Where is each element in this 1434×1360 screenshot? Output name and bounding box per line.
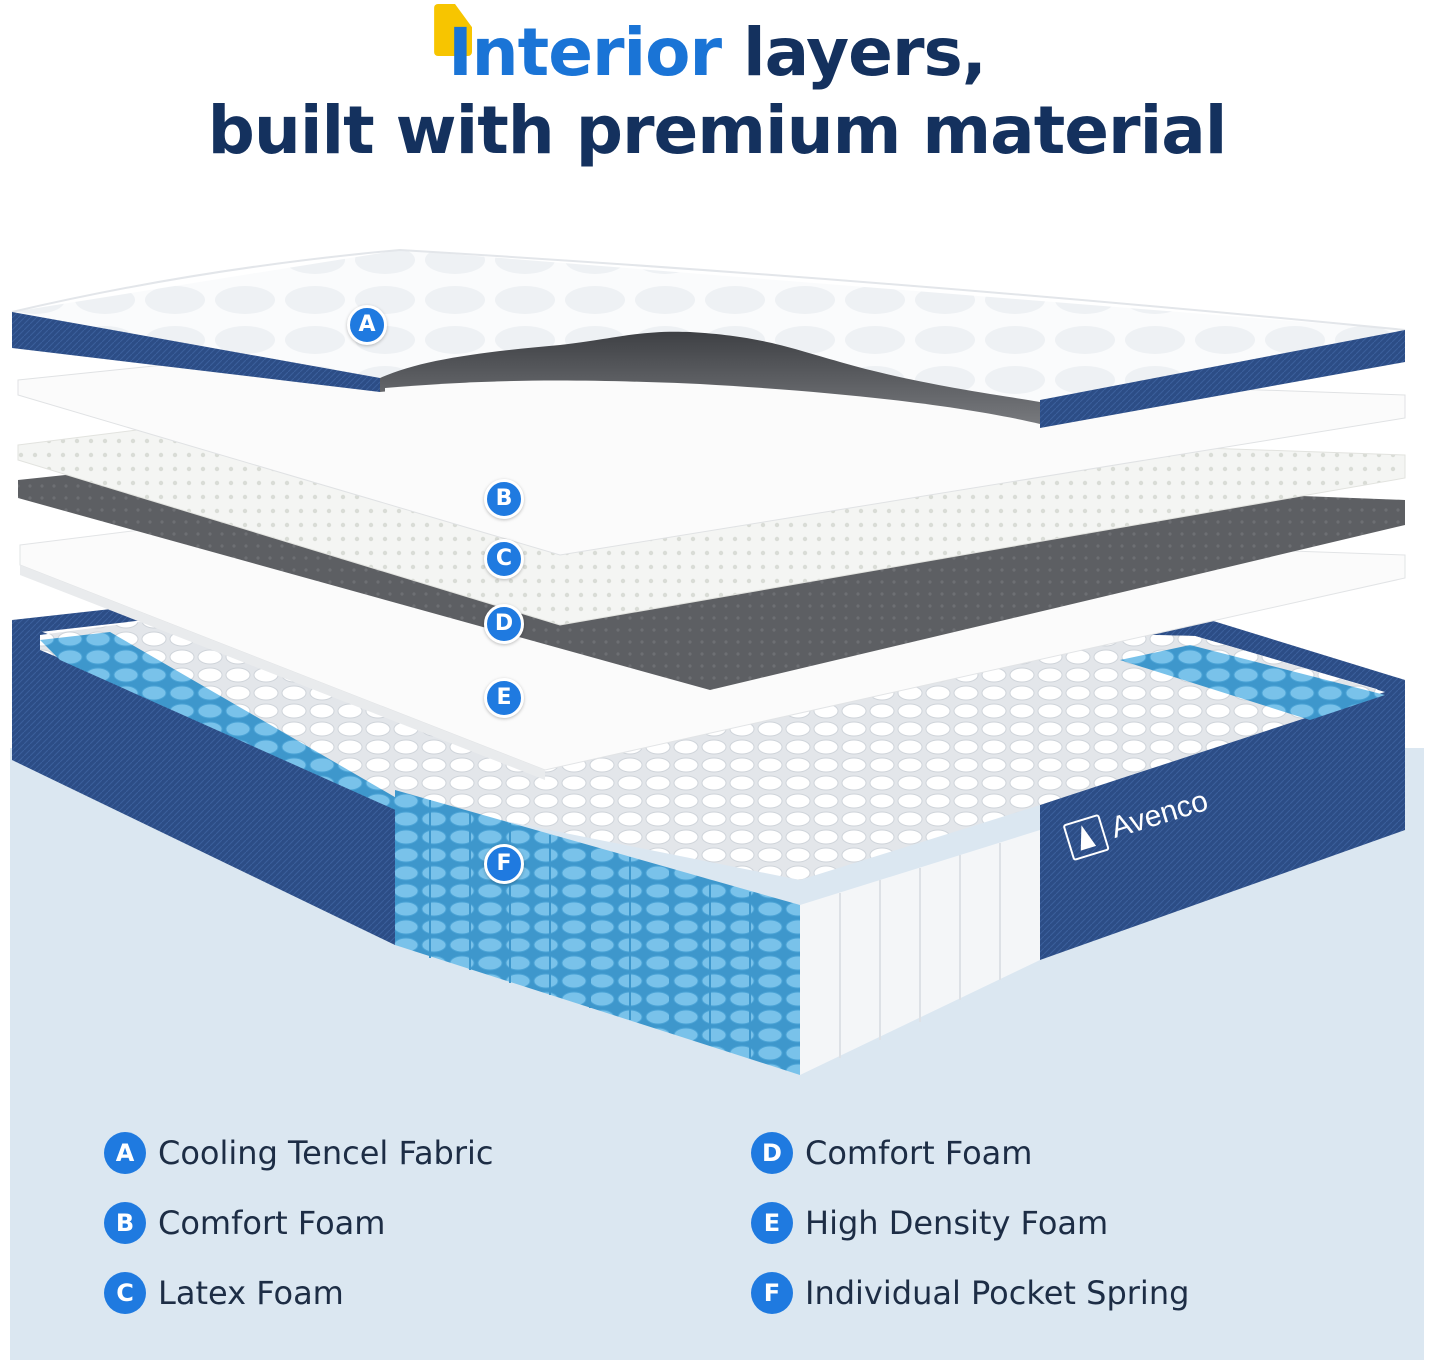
headline-accent-wrap: Interior [434, 4, 722, 92]
legend-text: Comfort Foam [805, 1134, 1033, 1172]
legend-item-b: B Comfort Foam [104, 1188, 494, 1258]
brand-name: Avenco [1107, 784, 1212, 845]
headline-accent: Interior [448, 14, 722, 91]
layer-a [11, 248, 1406, 436]
marker-a: A [347, 305, 387, 345]
legend-text: Cooling Tencel Fabric [158, 1134, 494, 1172]
headline-line-2: built with premium material [207, 92, 1228, 169]
marker-e: E [484, 678, 524, 718]
legend-badge: F [751, 1272, 793, 1314]
marker-c: C [484, 539, 524, 579]
legend-badge: D [751, 1132, 793, 1174]
headline: Interior layers, built with premium mate… [0, 4, 1434, 170]
legend-text: Individual Pocket Spring [805, 1274, 1190, 1312]
legend-text: Comfort Foam [158, 1204, 386, 1242]
legend-item-f: F Individual Pocket Spring [751, 1258, 1189, 1328]
legend-badge: E [751, 1202, 793, 1244]
legend-badge: A [104, 1132, 146, 1174]
legend-text: Latex Foam [158, 1274, 344, 1312]
marker-b: B [484, 479, 524, 519]
mattress-illustration [11, 248, 1406, 1075]
marker-f: F [484, 844, 524, 884]
legend-badge: B [104, 1202, 146, 1244]
legend-badge: C [104, 1272, 146, 1314]
legend-item-c: C Latex Foam [104, 1258, 494, 1328]
legend-left: A Cooling Tencel Fabric B Comfort Foam C… [104, 1118, 494, 1328]
headline-rest: layers, [721, 14, 987, 91]
legend-item-e: E High Density Foam [751, 1188, 1189, 1258]
marker-d: D [484, 604, 524, 644]
legend-item-a: A Cooling Tencel Fabric [104, 1118, 494, 1188]
legend-right: D Comfort Foam E High Density Foam F Ind… [751, 1118, 1189, 1328]
legend-item-d: D Comfort Foam [751, 1118, 1189, 1188]
legend-text: High Density Foam [805, 1204, 1109, 1242]
